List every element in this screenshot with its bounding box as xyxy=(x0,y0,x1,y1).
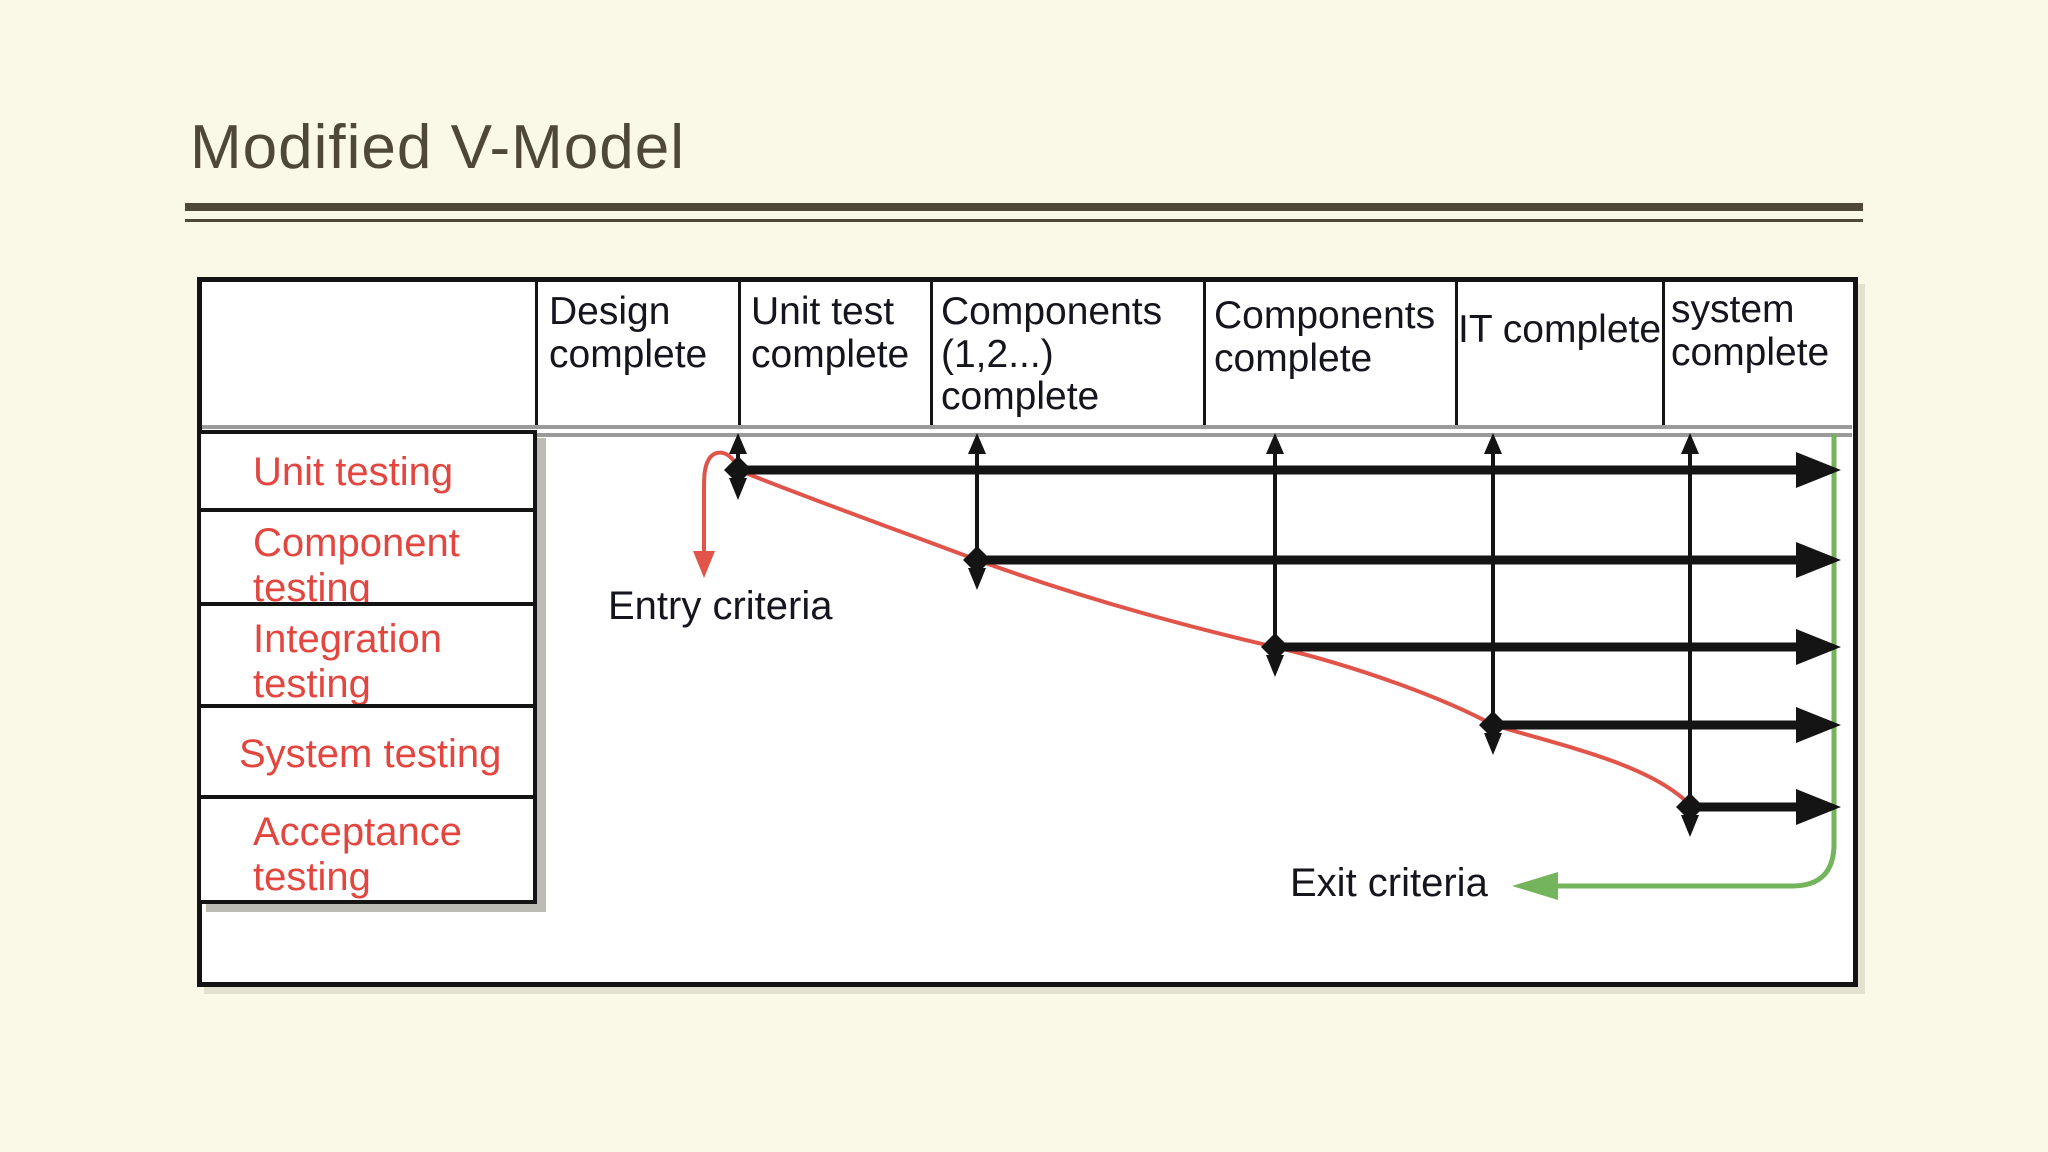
title-rule-thin xyxy=(185,219,1863,222)
phase-row-component-testing: Component testing xyxy=(197,508,537,610)
entry-criteria-label: Entry criteria xyxy=(608,584,833,628)
header-bottom-groove xyxy=(202,433,1852,437)
phase-row-unit-testing: Unit testing xyxy=(197,430,537,512)
column-separator xyxy=(1662,282,1665,425)
phase-row-integration-testing: Integration testing xyxy=(197,602,537,708)
milestone-header-design: Design complete xyxy=(549,290,708,376)
page-title: Modified V-Model xyxy=(190,113,686,182)
milestone-header-components: Components complete xyxy=(1214,294,1436,380)
exit-criteria-label: Exit criteria xyxy=(1290,861,1488,905)
column-separator xyxy=(1455,282,1458,425)
phase-label-column: Unit testing Component testing Integrati… xyxy=(197,430,537,904)
column-separator xyxy=(1203,282,1206,425)
phase-row-system-testing: System testing xyxy=(197,704,537,799)
column-separator xyxy=(535,282,538,425)
title-rule-thick xyxy=(185,203,1863,211)
milestone-header-system: system complete xyxy=(1671,288,1830,374)
phase-row-acceptance-testing: Acceptance testing xyxy=(197,795,537,904)
milestone-header-components-12: Components (1,2...) complete xyxy=(941,290,1163,418)
column-separator xyxy=(930,282,933,425)
column-separator xyxy=(738,282,741,425)
header-bottom-groove xyxy=(202,425,1852,429)
milestone-header-it: IT complete xyxy=(1458,308,1662,351)
milestone-header-unit-test: Unit test complete xyxy=(751,290,910,376)
